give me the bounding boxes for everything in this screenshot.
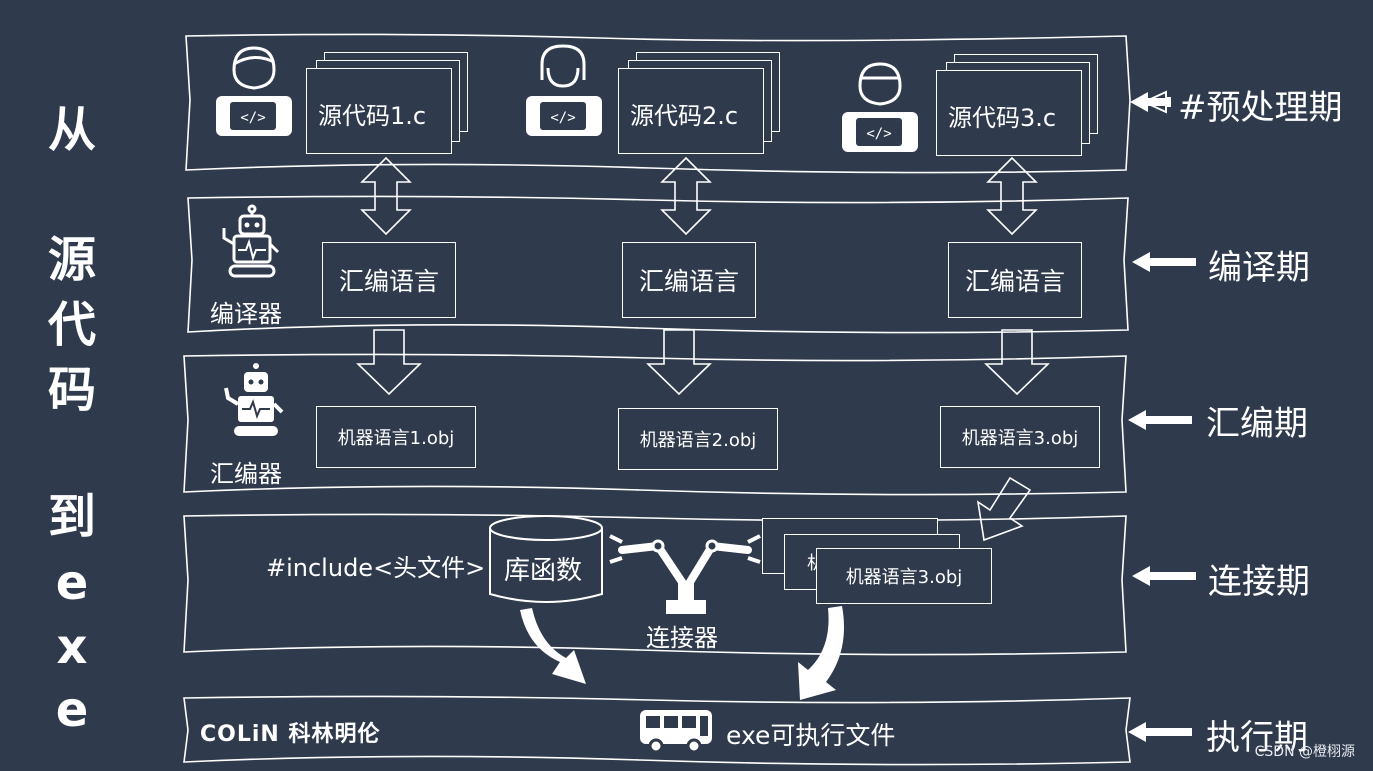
- source-stack-2: 源代码2.c: [618, 52, 780, 154]
- stage-label-compile: 编译期: [1208, 248, 1310, 288]
- stage-arrow-assemble: [1128, 410, 1192, 430]
- side-title-char: x: [56, 619, 88, 675]
- linker-robot-icon: [609, 534, 761, 614]
- colin-logo: COLiN 科林明伦: [200, 722, 381, 747]
- source-stack-1: 源代码1.c: [306, 52, 468, 154]
- side-title-char: 代: [47, 297, 96, 353]
- stage-arrow-execute: [1128, 722, 1192, 742]
- library-label: 库函数: [504, 556, 583, 586]
- stage-label-preprocess: #预处理期: [1178, 88, 1343, 128]
- svg-text:</>: </>: [550, 110, 575, 126]
- side-title-char: 到: [47, 489, 96, 545]
- library-cylinder: [489, 515, 603, 603]
- svg-text:</>: </>: [240, 110, 265, 126]
- robot-icon: [222, 204, 280, 278]
- robot-icon: [224, 363, 284, 436]
- stage-arrow-compile: [1132, 252, 1196, 272]
- curve-arrow-right: [798, 606, 844, 700]
- double-arrow-3: [986, 156, 1038, 236]
- assembly-box: 汇编语言: [622, 242, 756, 318]
- stage-arrow-link: [1132, 566, 1196, 586]
- stage-label-link: 连接期: [1208, 562, 1310, 602]
- side-title-char: 源: [47, 232, 96, 288]
- side-title-char: e: [55, 682, 89, 738]
- panel-link: [183, 513, 1127, 656]
- side-title: 从 源 代 码 到 e x e: [30, 0, 114, 771]
- source-stack-3: 源代码3.c: [936, 54, 1098, 156]
- object-box: 机器语言1.obj: [316, 406, 476, 468]
- object-box: 机器语言3.obj: [940, 406, 1100, 468]
- bus-icon: [640, 710, 712, 754]
- linker-label: 连接器: [646, 624, 718, 652]
- panel-execute: [183, 695, 1131, 766]
- include-header-text: #include<头文件>: [266, 554, 486, 582]
- object-box-front: 机器语言3.obj: [816, 548, 992, 604]
- source-file-name: 源代码2.c: [630, 102, 739, 130]
- panel-preprocess: [185, 33, 1131, 174]
- svg-text:</>: </>: [866, 126, 891, 142]
- down-arrow-1: [356, 329, 422, 396]
- assembly-box: 汇编语言: [322, 242, 456, 318]
- developer-icon: </>: [526, 44, 602, 136]
- side-title-char: 从: [47, 102, 96, 158]
- down-arrow-2: [646, 329, 712, 396]
- developer-icon: </>: [216, 46, 292, 136]
- developer-icon: </>: [842, 62, 918, 152]
- panel-compile: [187, 195, 1129, 334]
- source-file-name: 源代码3.c: [948, 104, 1057, 132]
- exe-file-label: exe可执行文件: [726, 721, 896, 750]
- panel-assemble: [183, 353, 1127, 496]
- double-arrow-1: [360, 156, 412, 236]
- double-arrow-2: [660, 156, 712, 236]
- credit-text: CSDN @橙栩源: [1254, 744, 1355, 760]
- source-file-name: 源代码1.c: [318, 102, 427, 130]
- down-arrow-3: [984, 329, 1050, 396]
- stage-label-execute: 执行期: [1206, 718, 1308, 758]
- assembler-label: 汇编器: [210, 460, 282, 488]
- diagonal-arrow: [976, 476, 1032, 542]
- object-box: 机器语言2.obj: [618, 408, 778, 470]
- side-title-char: 码: [47, 362, 96, 418]
- curve-arrow-left: [520, 608, 586, 684]
- stage-label-assemble: 汇编期: [1206, 404, 1308, 444]
- stage-arrow-preprocess-fill: [1130, 92, 1170, 112]
- assembly-box: 汇编语言: [948, 242, 1082, 318]
- side-title-char: e: [55, 555, 89, 611]
- compiler-label: 编译器: [210, 300, 282, 328]
